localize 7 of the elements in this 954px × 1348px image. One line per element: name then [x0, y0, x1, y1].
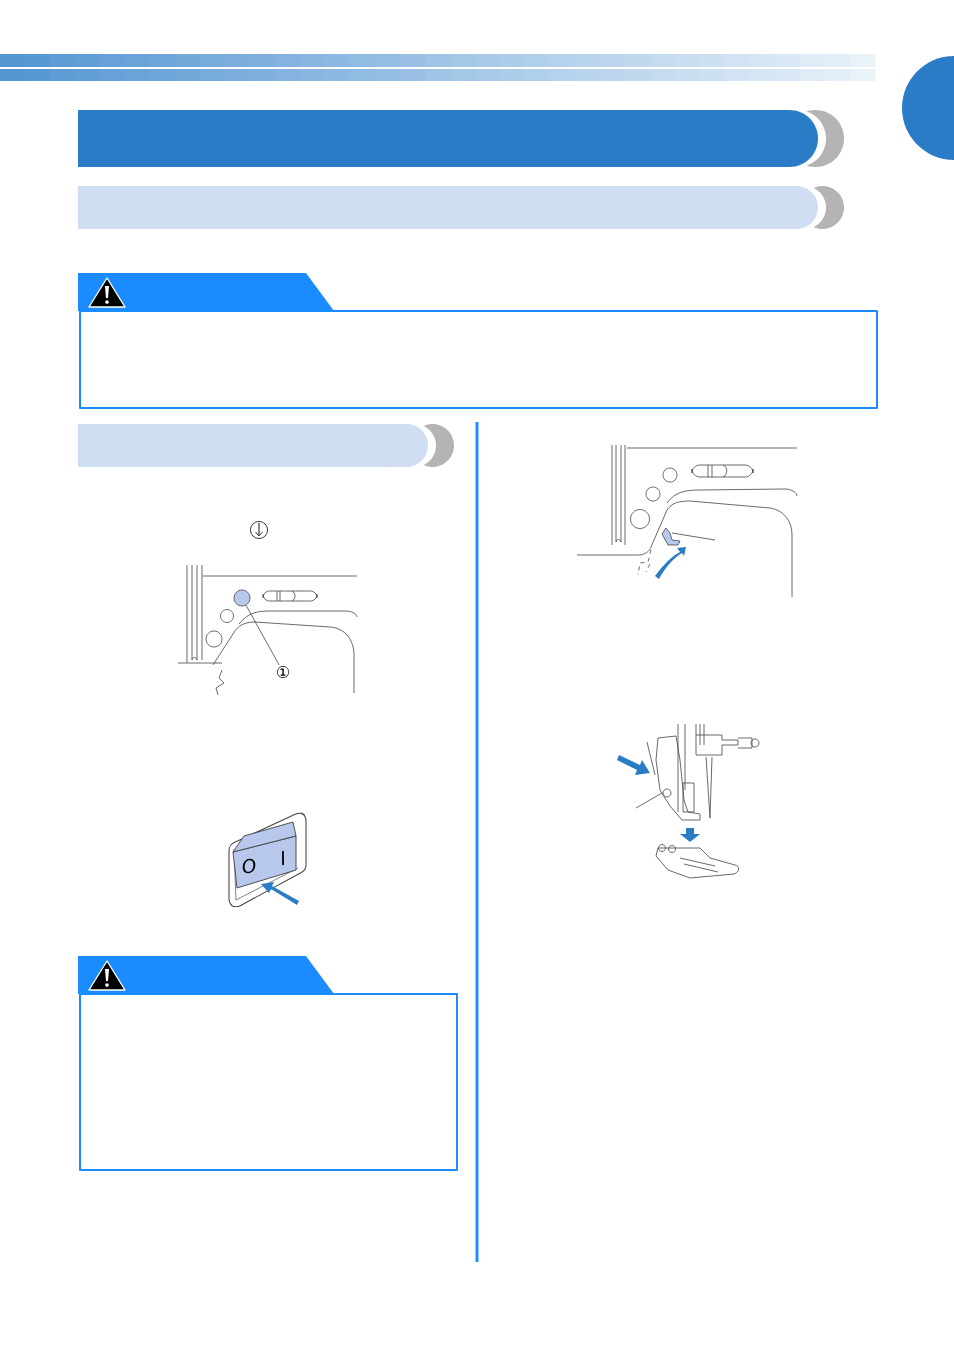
- warning-box: [79, 993, 458, 1171]
- switch-label: I: [282, 850, 284, 866]
- warning-box: [79, 310, 878, 409]
- button: [233, 589, 251, 607]
- leader-line: [245, 604, 280, 666]
- callout-number: ①: [275, 665, 291, 679]
- switch-label: O: [242, 858, 256, 874]
